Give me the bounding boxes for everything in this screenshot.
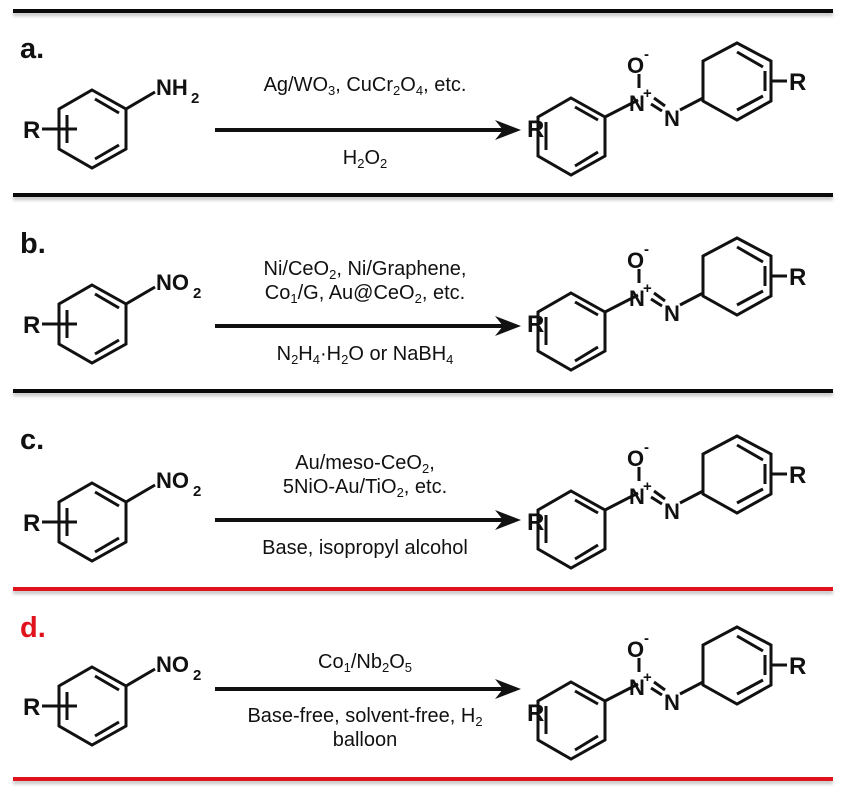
nitrogen-charge: +: [643, 478, 652, 495]
substituent-r-left: R: [527, 700, 544, 727]
panel-label: d.: [20, 612, 46, 644]
nitrogen-charge: +: [643, 280, 652, 297]
substituent-r-right: R: [789, 264, 806, 291]
substituent-r-right: R: [789, 462, 806, 489]
nitro-group: NO: [156, 270, 189, 295]
separator-top: [13, 9, 833, 13]
oxygen-charge: -: [644, 241, 649, 258]
nitro-subscript: 2: [193, 285, 201, 302]
catalyst-conditions: Ag/WO3, CuCr2O4, etc.: [263, 74, 467, 98]
amine-subscript: 2: [191, 90, 199, 107]
substituent-r-left: R: [527, 311, 544, 338]
product-azoxybenzene-structure: R R O - N + N: [527, 625, 806, 761]
separator-b-c: [13, 389, 833, 393]
oxygen-atom: O: [627, 446, 644, 471]
reagent-conditions: N2H4·H2O or NaBH4: [276, 343, 454, 367]
substituent-r: R: [23, 694, 40, 721]
separator-c-d: [13, 587, 833, 591]
nitrogen-atom: N: [664, 106, 680, 131]
reactant-nitrobenzene-structure: R NO 2: [23, 270, 201, 365]
reaction-arrow-icon: [215, 120, 521, 140]
oxygen-charge: -: [644, 630, 649, 647]
substituent-r-left: R: [527, 509, 544, 536]
substituent-r-right: R: [789, 69, 806, 96]
reagent-conditions: H2O2: [342, 147, 388, 171]
azoxybenzene-bonds-icon: [536, 434, 787, 570]
substituent-r: R: [23, 312, 40, 339]
nitrogen-plus-atom: N: [629, 675, 645, 700]
nitro-group: NO: [156, 652, 189, 677]
nitrogen-plus-atom: N: [629, 286, 645, 311]
nitrogen-atom: N: [664, 301, 680, 326]
nitrogen-atom: N: [664, 690, 680, 715]
catalyst-conditions: Au/meso-CeO2, 5NiO-Au/TiO2, etc.: [282, 452, 448, 500]
separator-bottom: [13, 777, 833, 781]
benzene-ring-icon: [42, 665, 156, 747]
nitrogen-charge: +: [643, 669, 652, 686]
reaction-arrow-icon: [215, 679, 521, 699]
catalyst-conditions: Ni/CeO2, Ni/Graphene, Co1/G, Au@CeO2, et…: [263, 258, 467, 306]
benzene-ring-icon: [42, 481, 156, 563]
reactant-nitrobenzene-structure: R NO 2: [23, 652, 201, 747]
benzene-ring-icon: [42, 283, 156, 365]
separator-a-b: [13, 193, 833, 197]
reactant-aniline-structure: R NH 2: [23, 75, 199, 170]
catalyst-conditions: Co1/Nb2O5: [318, 651, 412, 675]
nitrogen-plus-atom: N: [629, 91, 645, 116]
nitro-group: NO: [156, 468, 189, 493]
panel-label: a.: [20, 33, 45, 65]
substituent-r-right: R: [789, 653, 806, 680]
product-azoxybenzene-structure: R R O - N + N: [527, 236, 806, 372]
reagent-conditions: Base-free, solvent-free, H2 balloon: [247, 705, 483, 751]
product-azoxybenzene-structure: R R O - N + N: [527, 434, 806, 570]
azoxybenzene-bonds-icon: [536, 236, 787, 372]
nitro-subscript: 2: [193, 483, 201, 500]
panel-label: c.: [20, 424, 45, 456]
oxygen-atom: O: [627, 53, 644, 78]
oxygen-atom: O: [627, 637, 644, 662]
nitrogen-plus-atom: N: [629, 484, 645, 509]
reagent-conditions: Base, isopropyl alcohol: [262, 537, 468, 559]
substituent-r: R: [23, 117, 40, 144]
panel-label: b.: [20, 228, 46, 260]
product-azoxybenzene-structure: R R O - N + N: [527, 41, 806, 177]
nitro-subscript: 2: [193, 667, 201, 684]
azoxybenzene-bonds-icon: [536, 625, 787, 761]
reaction-arrow-icon: [215, 510, 521, 530]
amine-group: NH: [156, 75, 188, 100]
oxygen-charge: -: [644, 46, 649, 63]
reaction-arrow-icon: [215, 316, 521, 336]
oxygen-charge: -: [644, 439, 649, 456]
azoxybenzene-bonds-icon: [536, 41, 787, 177]
substituent-r-left: R: [527, 116, 544, 143]
substituent-r: R: [23, 510, 40, 537]
benzene-ring-icon: [42, 88, 156, 170]
nitrogen-atom: N: [664, 499, 680, 524]
reactant-nitrobenzene-structure: R NO 2: [23, 468, 201, 563]
oxygen-atom: O: [627, 248, 644, 273]
nitrogen-charge: +: [643, 85, 652, 102]
